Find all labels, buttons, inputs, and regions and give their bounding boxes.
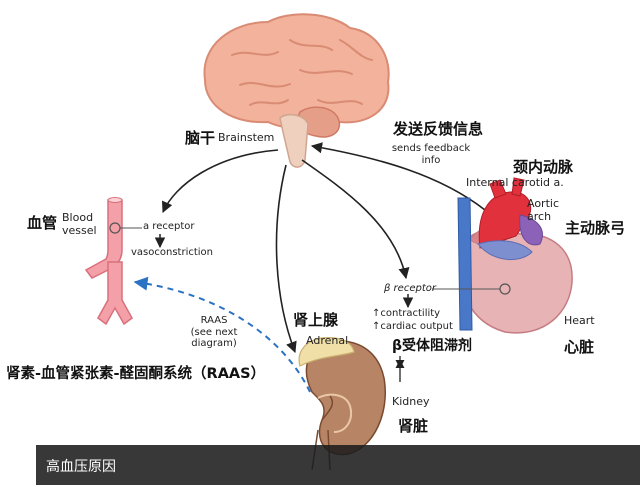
brainstem-label-en: Brainstem xyxy=(218,131,275,144)
arrow-brainstem-to-adrenal xyxy=(275,164,297,354)
blood-vessel-illustration xyxy=(84,197,142,326)
arrow-brainstem-to-heart xyxy=(301,159,410,280)
aortic-arch-label-zh: 主动脉弓 xyxy=(565,219,626,237)
kidney-label-en: Kidney xyxy=(392,395,430,408)
raas-note: RAAS (see next diagram) xyxy=(190,315,238,349)
cardiac-output-label: ↑cardiac output xyxy=(372,321,453,332)
kidney-label-zh: 肾脏 xyxy=(398,417,429,435)
adrenal-illustration xyxy=(298,337,355,367)
beta-blocker-label-zh: β受体阻滞剂 xyxy=(392,338,473,354)
feedback-label-en: sends feedback info xyxy=(391,143,471,166)
heart-illustration xyxy=(432,177,573,334)
vessel-label-zh: 血管 xyxy=(27,214,58,232)
caption-text: 高血压原因 xyxy=(46,459,116,475)
carotid-label-zh: 颈内动脉 xyxy=(513,158,574,176)
heart-label-en: Heart xyxy=(564,314,595,327)
raas-full-label-zh: 肾素-血管紧张素-醛固酮系统（RAAS） xyxy=(6,366,266,382)
brainstem-label-zh: 脑干 xyxy=(185,129,216,147)
vessel-label-en: Blood vessel xyxy=(62,211,97,237)
feedback-label-zh: 发送反馈信息 xyxy=(393,120,484,138)
adrenal-label-en: Adrenal xyxy=(306,334,349,347)
cardiac-output-text: cardiac output xyxy=(380,321,453,332)
brain-illustration xyxy=(203,13,390,138)
a-receptor-label: a receptor xyxy=(143,221,195,232)
raas-dashed-arrow xyxy=(133,276,311,393)
adrenal-label-zh: 肾上腺 xyxy=(293,311,339,329)
carotid-label-en: Internal carotid a. xyxy=(466,176,564,189)
caption-bar xyxy=(36,445,640,485)
contractility-text: contractility xyxy=(380,308,441,319)
aortic-arch-label-en: Aortic arch xyxy=(527,197,560,223)
heart-label-zh: 心脏 xyxy=(564,338,595,356)
arrow-brainstem-to-vessel xyxy=(161,149,279,214)
beta-receptor-label: β receptor xyxy=(384,283,436,294)
contractility-label: ↑contractility xyxy=(372,308,441,319)
vasoconstriction-label: vasoconstriction xyxy=(131,247,214,258)
brainstem-illustration xyxy=(279,113,309,168)
